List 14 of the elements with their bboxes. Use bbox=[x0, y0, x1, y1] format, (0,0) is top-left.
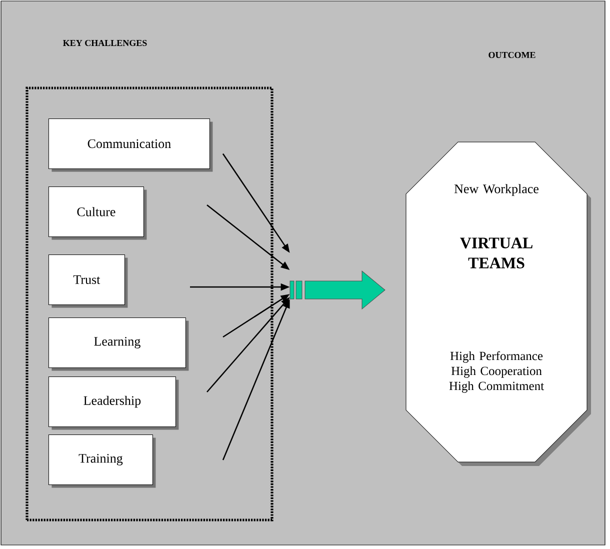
outcome-text: New Workplace bbox=[454, 184, 538, 196]
challenge-box: Communication bbox=[48, 118, 213, 172]
dotted-frame bbox=[26, 86, 274, 522]
challenge-box: Trust bbox=[48, 254, 128, 308]
challenge-box: Learning bbox=[48, 317, 189, 371]
block-arrow bbox=[290, 270, 386, 310]
challenge-box: Culture bbox=[48, 186, 147, 240]
heading: OUTCOME bbox=[488, 52, 536, 58]
outcome-title: VIRTUAL TEAMS bbox=[460, 238, 532, 268]
outcome-octagon bbox=[406, 142, 591, 466]
outcome-text: High Performance High Cooperation High Commitment bbox=[449, 351, 544, 393]
heading: KEY CHALLENGES bbox=[63, 40, 147, 46]
challenge-box: Training bbox=[48, 434, 156, 488]
challenge-box: Leadership bbox=[48, 376, 179, 430]
